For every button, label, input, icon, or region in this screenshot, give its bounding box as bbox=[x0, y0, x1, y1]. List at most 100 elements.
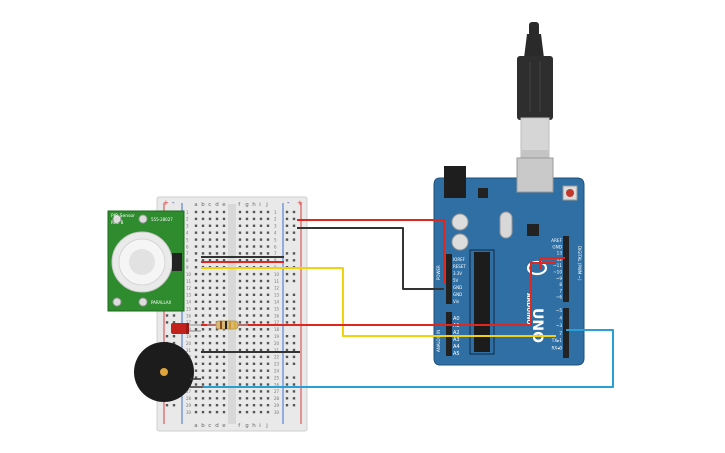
rail-hole[interactable] bbox=[172, 321, 176, 324]
breadboard-hole[interactable] bbox=[266, 410, 270, 414]
breadboard-hole[interactable] bbox=[266, 348, 270, 352]
breadboard-hole[interactable] bbox=[208, 231, 212, 234]
breadboard-hole[interactable] bbox=[266, 252, 270, 255]
breadboard-hole[interactable] bbox=[215, 348, 219, 352]
breadboard-hole[interactable] bbox=[266, 286, 270, 290]
breadboard-hole[interactable] bbox=[266, 238, 270, 241]
breadboard-hole[interactable] bbox=[252, 245, 256, 248]
breadboard-hole[interactable] bbox=[259, 397, 263, 400]
breadboard-hole[interactable] bbox=[245, 404, 249, 407]
breadboard-hole[interactable] bbox=[222, 397, 226, 400]
breadboard-hole[interactable] bbox=[266, 376, 270, 379]
wire-red-d12[interactable] bbox=[539, 257, 565, 270]
breadboard-hole[interactable] bbox=[194, 217, 198, 221]
breadboard-hole[interactable] bbox=[194, 348, 198, 352]
breadboard-hole[interactable] bbox=[238, 300, 242, 303]
breadboard-hole[interactable] bbox=[252, 217, 256, 221]
breadboard-hole[interactable] bbox=[222, 390, 226, 393]
breadboard-hole[interactable] bbox=[201, 307, 205, 310]
rail-hole[interactable] bbox=[292, 300, 296, 303]
rail-hole[interactable] bbox=[285, 390, 289, 393]
rail-hole[interactable] bbox=[285, 383, 289, 386]
rail-hole[interactable] bbox=[172, 404, 176, 407]
breadboard-hole[interactable] bbox=[194, 369, 198, 372]
breadboard-hole[interactable] bbox=[222, 245, 226, 248]
breadboard-hole[interactable] bbox=[252, 314, 256, 317]
breadboard-hole[interactable] bbox=[238, 397, 242, 400]
breadboard-hole[interactable] bbox=[238, 238, 242, 241]
breadboard-hole[interactable] bbox=[222, 286, 226, 290]
breadboard-hole[interactable] bbox=[222, 300, 226, 303]
rail-hole[interactable] bbox=[285, 335, 289, 338]
breadboard-hole[interactable] bbox=[266, 210, 270, 214]
breadboard-hole[interactable] bbox=[252, 383, 256, 386]
breadboard-hole[interactable] bbox=[215, 404, 219, 407]
breadboard-hole[interactable] bbox=[194, 259, 198, 262]
breadboard-hole[interactable] bbox=[222, 307, 226, 310]
breadboard-hole[interactable] bbox=[259, 259, 263, 262]
breadboard-hole[interactable] bbox=[238, 410, 242, 414]
breadboard-hole[interactable] bbox=[222, 210, 226, 214]
breadboard-hole[interactable] bbox=[252, 259, 256, 262]
breadboard-hole[interactable] bbox=[238, 231, 242, 234]
breadboard-hole[interactable] bbox=[215, 293, 219, 296]
breadboard-hole[interactable] bbox=[266, 383, 270, 386]
breadboard-hole[interactable] bbox=[201, 335, 205, 338]
breadboard-hole[interactable] bbox=[245, 383, 249, 386]
breadboard-hole[interactable] bbox=[222, 279, 226, 283]
breadboard-hole[interactable] bbox=[222, 217, 226, 221]
breadboard-hole[interactable] bbox=[215, 245, 219, 248]
breadboard-hole[interactable] bbox=[215, 328, 219, 331]
breadboard-hole[interactable] bbox=[208, 293, 212, 296]
breadboard-hole[interactable] bbox=[201, 279, 205, 283]
breadboard-hole[interactable] bbox=[252, 369, 256, 372]
breadboard-hole[interactable] bbox=[194, 321, 198, 324]
breadboard-hole[interactable] bbox=[201, 314, 205, 317]
breadboard-hole[interactable] bbox=[201, 362, 205, 365]
breadboard-hole[interactable] bbox=[266, 314, 270, 317]
breadboard-hole[interactable] bbox=[259, 335, 263, 338]
breadboard-hole[interactable] bbox=[245, 321, 249, 324]
breadboard-hole[interactable] bbox=[245, 252, 249, 255]
rail-hole[interactable] bbox=[165, 314, 169, 317]
rail-hole[interactable] bbox=[292, 307, 296, 310]
breadboard-hole[interactable] bbox=[194, 279, 198, 283]
breadboard-hole[interactable] bbox=[266, 355, 270, 359]
breadboard-hole[interactable] bbox=[194, 376, 198, 379]
breadboard-hole[interactable] bbox=[222, 238, 226, 241]
rail-hole[interactable] bbox=[292, 210, 296, 214]
breadboard-hole[interactable] bbox=[201, 355, 205, 359]
rail-hole[interactable] bbox=[285, 307, 289, 310]
rail-hole[interactable] bbox=[292, 224, 296, 227]
breadboard-hole[interactable] bbox=[208, 224, 212, 227]
breadboard-hole[interactable] bbox=[245, 210, 249, 214]
breadboard-hole[interactable] bbox=[208, 341, 212, 345]
breadboard-hole[interactable] bbox=[194, 286, 198, 290]
breadboard-hole[interactable] bbox=[194, 355, 198, 359]
breadboard-hole[interactable] bbox=[222, 369, 226, 372]
breadboard-hole[interactable] bbox=[222, 376, 226, 379]
breadboard-hole[interactable] bbox=[259, 362, 263, 365]
breadboard-hole[interactable] bbox=[208, 238, 212, 241]
breadboard-hole[interactable] bbox=[259, 369, 263, 372]
breadboard-hole[interactable] bbox=[208, 355, 212, 359]
breadboard-hole[interactable] bbox=[245, 328, 249, 331]
rail-hole[interactable] bbox=[292, 383, 296, 386]
breadboard-hole[interactable] bbox=[259, 410, 263, 414]
breadboard-hole[interactable] bbox=[215, 238, 219, 241]
breadboard-hole[interactable] bbox=[201, 376, 205, 379]
breadboard-hole[interactable] bbox=[266, 279, 270, 283]
breadboard-hole[interactable] bbox=[245, 341, 249, 345]
breadboard-hole[interactable] bbox=[215, 369, 219, 372]
breadboard-hole[interactable] bbox=[194, 328, 198, 331]
rail-hole[interactable] bbox=[285, 217, 289, 221]
breadboard-hole[interactable] bbox=[259, 238, 263, 241]
breadboard-hole[interactable] bbox=[222, 383, 226, 386]
breadboard-hole[interactable] bbox=[252, 410, 256, 414]
breadboard-hole[interactable] bbox=[238, 217, 242, 221]
breadboard-hole[interactable] bbox=[238, 321, 242, 324]
breadboard-hole[interactable] bbox=[266, 293, 270, 296]
breadboard-hole[interactable] bbox=[238, 293, 242, 296]
breadboard-hole[interactable] bbox=[194, 224, 198, 227]
wire-red-led[interactable] bbox=[300, 262, 556, 326]
